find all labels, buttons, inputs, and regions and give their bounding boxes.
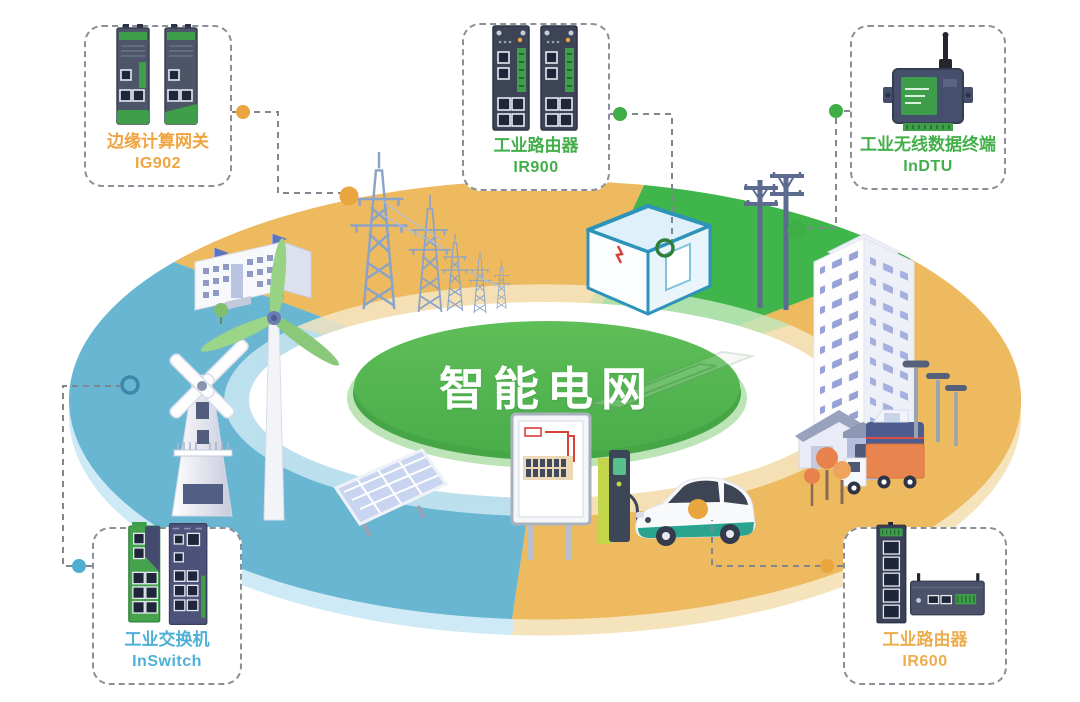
connector-dot bbox=[339, 186, 359, 206]
windmill-blades bbox=[169, 339, 249, 419]
connector-ir900 bbox=[610, 107, 675, 258]
connector-dot bbox=[787, 220, 807, 240]
device-model-label: InDTU bbox=[903, 158, 953, 176]
device-model-label: IR900 bbox=[513, 159, 559, 177]
ir600-device-icon bbox=[876, 521, 985, 623]
device-name-label: 工业路由器 bbox=[493, 135, 579, 155]
device-model-label: IG902 bbox=[134, 155, 182, 173]
connector-inswitch bbox=[62, 375, 140, 573]
inswitch-device-icon bbox=[128, 521, 208, 625]
street-lamps-icon bbox=[902, 360, 967, 446]
device-name-label: 工业无线数据终端 bbox=[860, 134, 996, 154]
wind-turbine-icon bbox=[200, 238, 339, 521]
device-box-ir600: 工业路由器 IR600 bbox=[843, 521, 1007, 685]
device-name-label: 工业路由器 bbox=[882, 629, 968, 649]
device-box-ig902: 边缘计算网关 IG902 bbox=[84, 23, 232, 187]
device-name-label: 边缘计算网关 bbox=[107, 131, 209, 151]
connector-dot bbox=[820, 559, 834, 573]
ring-marker bbox=[120, 375, 140, 395]
center-ellipse bbox=[347, 321, 756, 468]
connector-ir600 bbox=[688, 499, 843, 573]
trucks-icon bbox=[841, 409, 925, 495]
ir900-device-icon bbox=[492, 24, 578, 131]
device-box-inswitch: 工业交换机 InSwitch bbox=[92, 521, 242, 685]
watermark bbox=[586, 350, 756, 410]
connector-dot bbox=[613, 107, 627, 121]
connector-dot bbox=[829, 104, 843, 118]
device-name-label: 工业交换机 bbox=[124, 629, 210, 649]
device-box-indtu: 工业无线数据终端 InDTU bbox=[850, 25, 1006, 190]
transmission-towers-icon bbox=[349, 150, 511, 314]
skyscraper-icon bbox=[813, 233, 915, 461]
center-title: 智能电网 bbox=[439, 363, 655, 415]
autumn-trees-icon bbox=[804, 447, 851, 506]
device-model-label: InSwitch bbox=[132, 653, 202, 671]
solar-panel-icon bbox=[333, 448, 449, 537]
device-model-label: IR600 bbox=[902, 653, 948, 671]
electric-car-icon bbox=[635, 477, 756, 546]
connector-dot bbox=[236, 105, 250, 119]
connector-dot bbox=[688, 499, 708, 519]
transformer-station-icon bbox=[586, 204, 712, 316]
ring-marker bbox=[655, 238, 675, 258]
device-box-ir900: 工业路由器 IR900 bbox=[462, 23, 610, 191]
utility-poles-icon bbox=[744, 172, 804, 310]
connector-ig902 bbox=[232, 105, 359, 206]
indtu-device-icon bbox=[883, 31, 973, 131]
connector-indtu bbox=[787, 104, 850, 240]
power-meter-cabinet-icon bbox=[510, 412, 592, 560]
ev-charging-station-icon bbox=[598, 450, 651, 544]
connector-dot bbox=[72, 559, 86, 573]
ig902-device-icon bbox=[116, 23, 198, 125]
windmill-icon bbox=[169, 339, 249, 517]
